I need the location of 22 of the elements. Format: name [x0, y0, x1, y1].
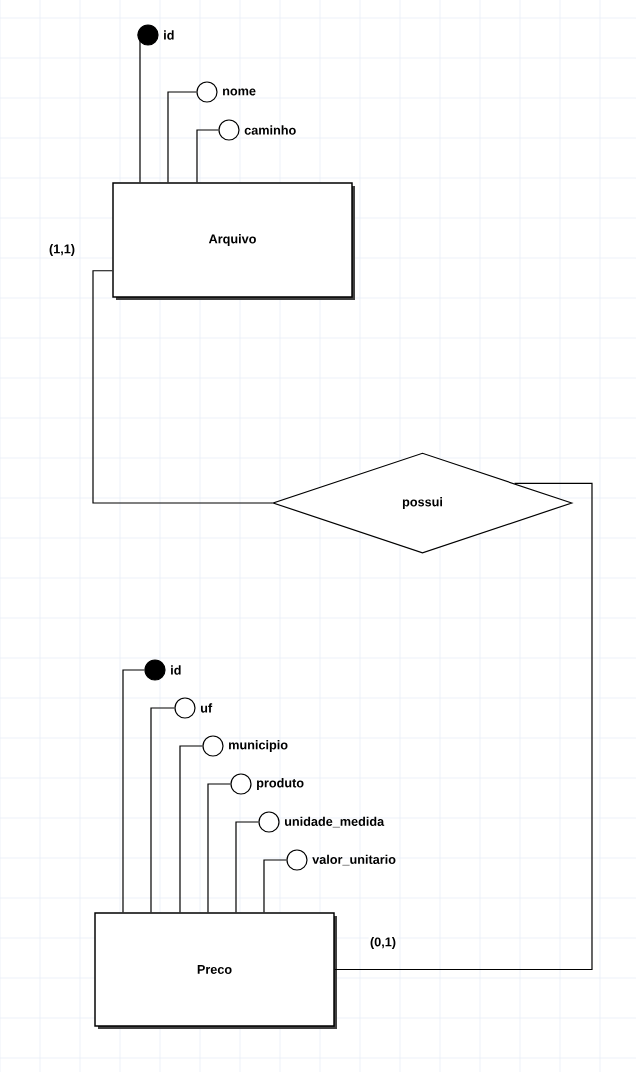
attribute-label: valor_unitario: [312, 854, 396, 866]
entity-box: Preco: [94, 912, 337, 1029]
connector-line: [92, 270, 273, 504]
connector-line: [196, 129, 219, 183]
connector-line: [179, 745, 203, 913]
attribute-label: nome: [223, 88, 256, 96]
attribute-label: id: [164, 30, 174, 40]
connector-line: [235, 821, 259, 913]
connector-line: [150, 707, 175, 913]
connector-line: [207, 783, 231, 913]
attribute-label: uf: [201, 703, 213, 713]
entity-box: Arquivo: [112, 182, 355, 300]
attribute-label: id: [171, 665, 181, 675]
attribute-label: produto: [257, 778, 304, 790]
connector-line: [263, 859, 287, 913]
connector-line: [136, 34, 141, 183]
connector-line: [334, 482, 593, 971]
attribute-label: municipio: [229, 740, 288, 752]
connector-line: [122, 669, 145, 913]
attribute-label: unidade_medida: [285, 816, 385, 828]
attribute-label: caminho: [244, 125, 296, 135]
connector-line: [167, 91, 197, 183]
